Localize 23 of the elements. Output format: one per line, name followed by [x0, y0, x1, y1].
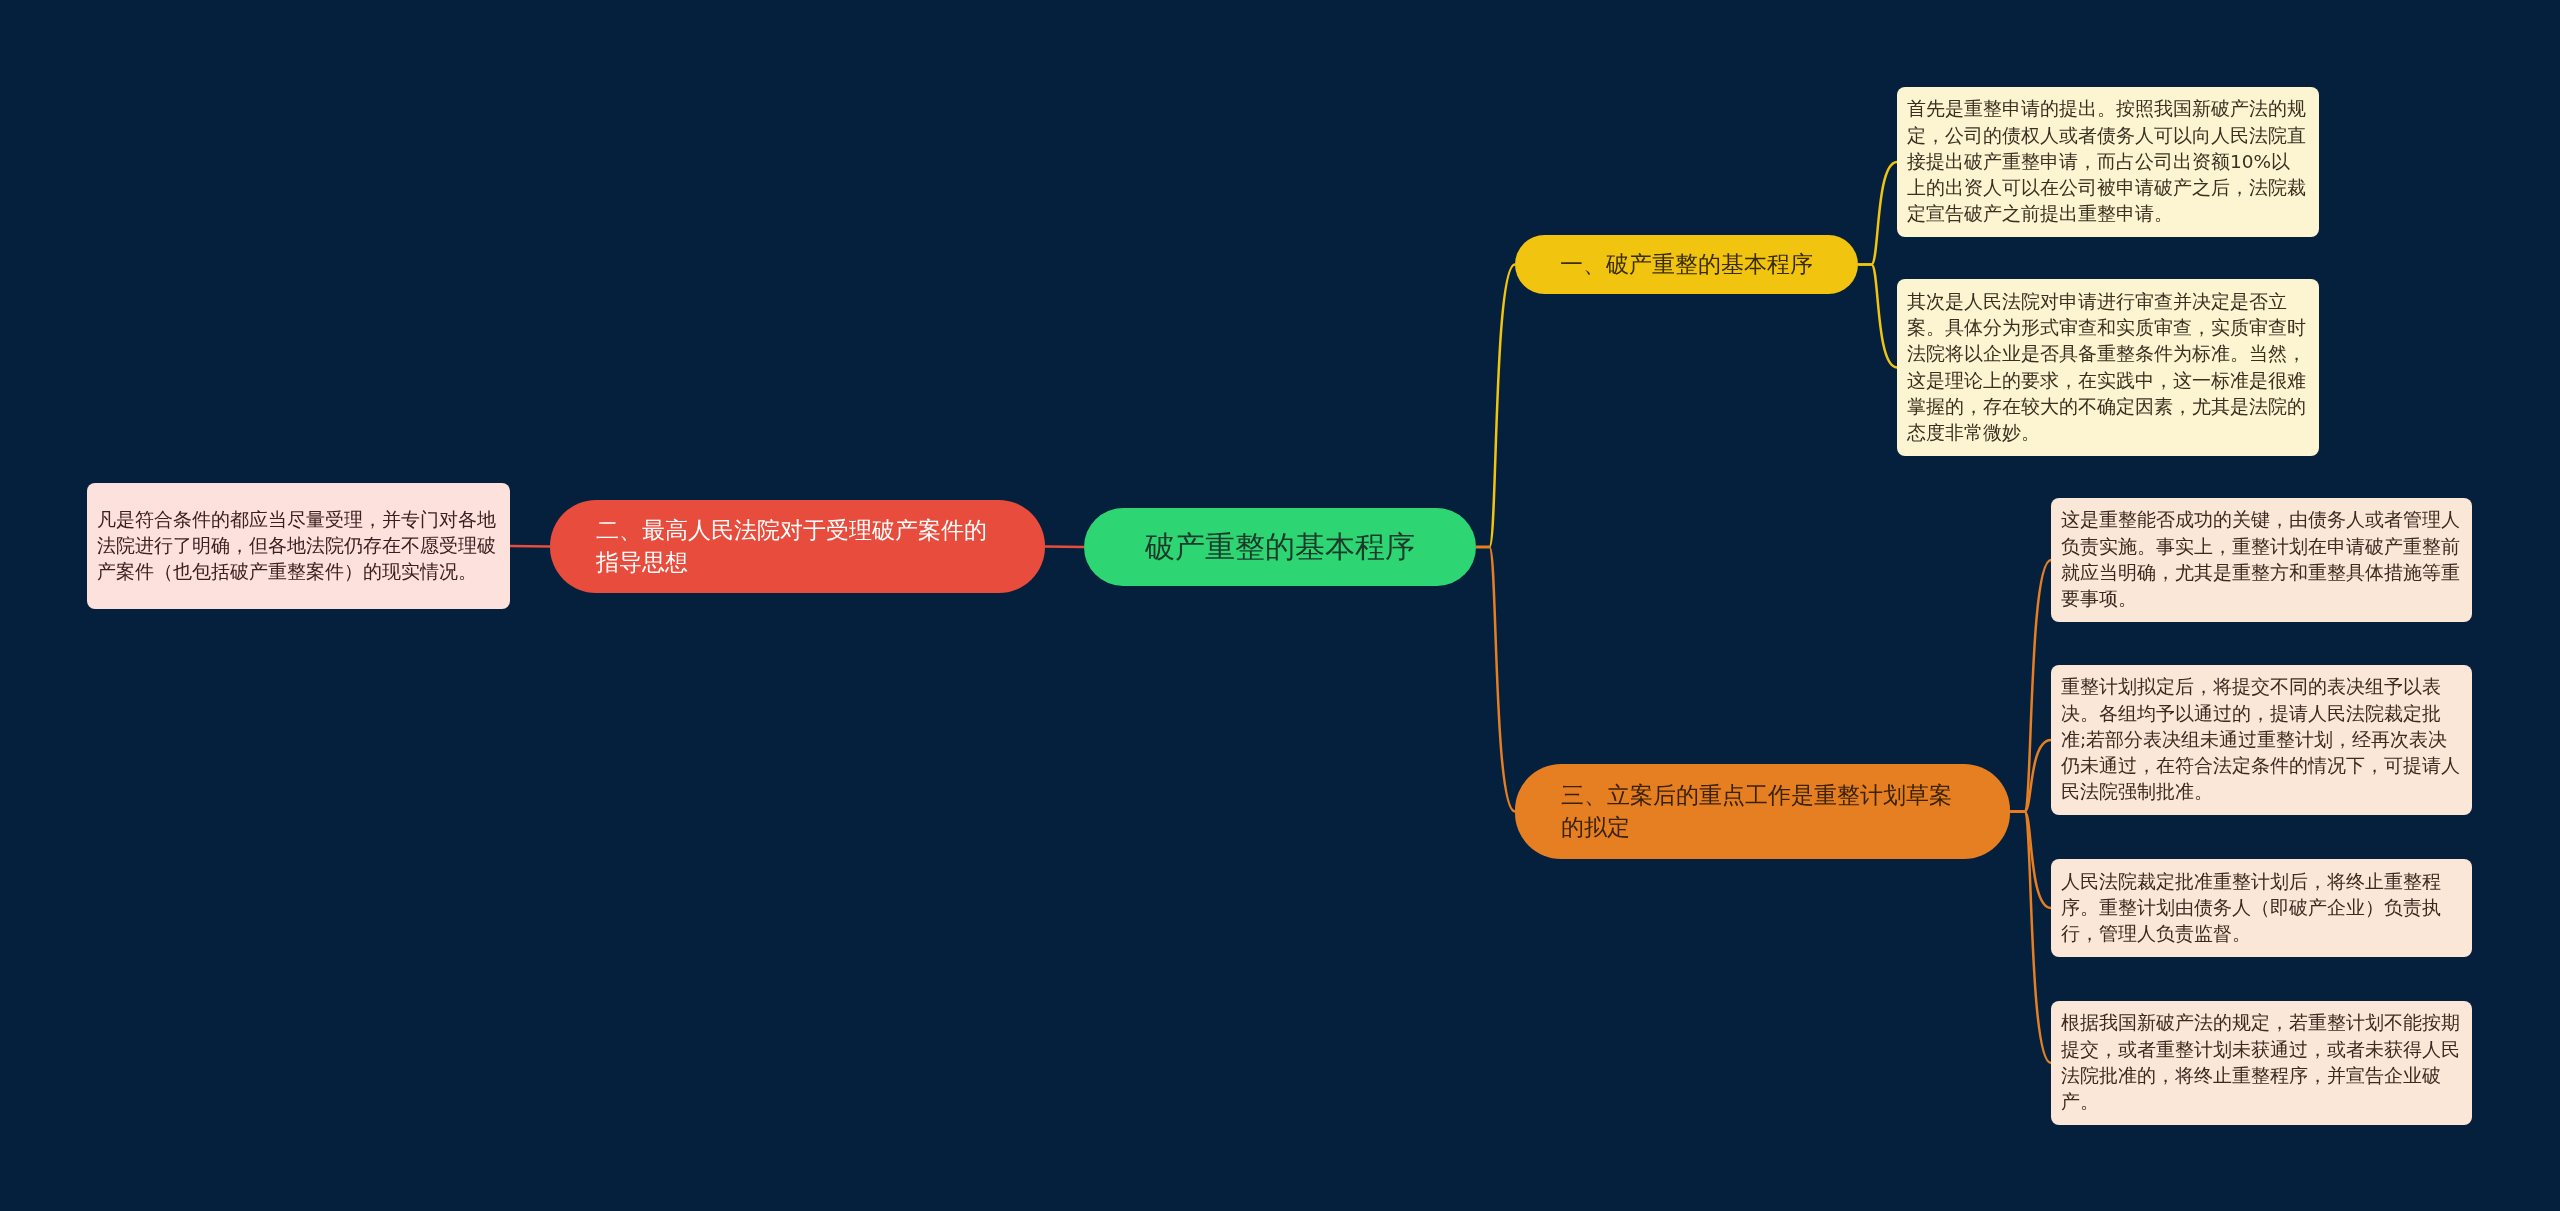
note-text: 这是重整能否成功的关键，由债务人或者管理人负责实施。事实上，重整计划在申请破产重整前就应当明确，尤其是重整方和重整具体措施等重要事项。: [2061, 508, 2461, 612]
connector-line: [1476, 545, 1516, 813]
note-card: [2051, 665, 2472, 815]
note-card: [1897, 87, 2319, 237]
note-text: 凡是符合条件的都应当尽量受理，并专门对各地法院进行了明确，但各地法院仍存在不愿受理破产案件（也包括破产重整案件）的现实情况。: [97, 507, 497, 585]
note-text: 其次是人民法院对申请进行审查并决定是否立案。具体分为形式审查和实质审查，实质审查时法院将以企业是否具备重整条件为标准。当然，这是理论上的要求，在实践中，这一标准是很难掌握的，存在较大的不确定因素，尤其是法院的态度非常微妙。: [1907, 289, 2307, 446]
connector-line: [2010, 810, 2052, 1064]
note-card: [2051, 859, 2472, 957]
note-card: [2051, 498, 2472, 622]
note-card: [87, 483, 510, 609]
note-text: 根据我国新破产法的规定，若重整计划不能按期提交，或者重整计划未获通过，或者未获得人民法院批准的，将终止重整程序，并宣告企业破产。: [2061, 1011, 2461, 1115]
connector-line: [510, 544, 550, 548]
note-card: [2051, 1001, 2472, 1125]
connector-line: [1858, 263, 1898, 369]
note-text: 人民法院裁定批准重整计划后，将终止重整程序。重整计划由债务人（即破产企业）负责执行，管理人负责监督。: [2061, 869, 2442, 947]
topic-text: 破产重整的基本程序: [1145, 527, 1415, 566]
note-text: 首先是重整申请的提出。按照我国新破产法的规定，公司的债权人或者债务人可以向人民法院直接提出破产重整申请，而占公司出资额10%以上的出资人可以在公司被申请破产之后，法院裁定宣告破产之前提出重整申请。: [1907, 97, 2307, 227]
topic-text: 一、破产重整的基本程序: [1560, 249, 1813, 279]
connector-line: [1045, 545, 1084, 549]
note-card: [1897, 279, 2319, 456]
note-text: 重整计划拟定后，将提交不同的表决组予以表决。各组均予以通过的，提请人民法院裁定批准;若部分表决组未通过重整计划，经再次表决仍未通过，在符合法定条件的情况下，可提请人民法院强制批准。: [2061, 675, 2461, 805]
topic-text: 三、立案后的重点工作是重整计划草案的拟定: [1561, 781, 1953, 842]
topic-text: 二、最高人民法院对于受理破产案件的指导思想: [596, 516, 988, 577]
